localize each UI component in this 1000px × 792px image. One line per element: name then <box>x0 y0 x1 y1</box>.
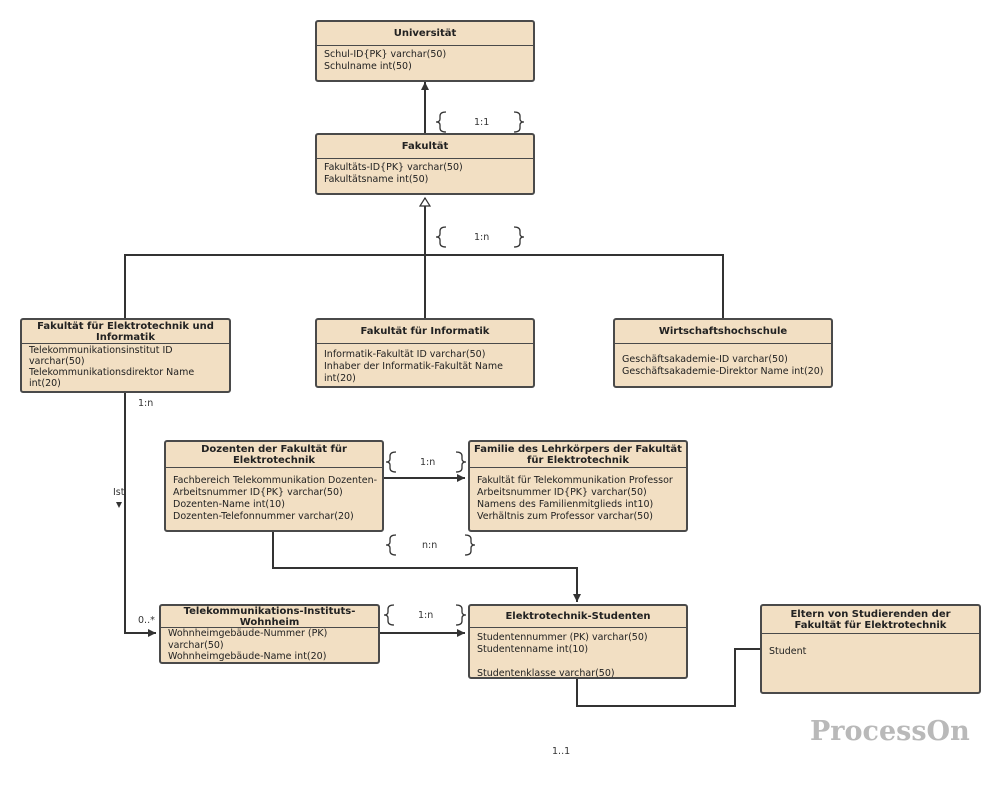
label-elektro-wohnheim-bottom: 0..* <box>138 615 155 626</box>
entity-studenten[interactable]: Elektrotechnik-Studenten Studentennummer… <box>468 604 688 679</box>
entity-title: Dozenten der Fakultät für Elektrotechnik <box>166 442 382 468</box>
entity-attr: Dozenten-Name int(10) <box>173 499 285 510</box>
entity-title: Universität <box>317 22 533 46</box>
edge-studenten-eltern <box>576 648 760 707</box>
entity-attr: varchar(50) <box>29 356 85 367</box>
entity-attr: Studentenklasse varchar(50) <box>477 668 615 679</box>
label-elektro-wohnheim-ist: Ist <box>113 487 125 498</box>
edge-generalization-branches <box>124 254 724 318</box>
entity-eltern[interactable]: Eltern von Studierenden der Fakultät für… <box>760 604 981 694</box>
brace-left-nn <box>385 534 397 556</box>
entity-attr: Telekommunikationsdirektor Name <box>29 367 195 378</box>
entity-familie[interactable]: Familie des Lehrkörpers der Fakultät für… <box>468 440 688 532</box>
entity-universitaet[interactable]: Universität Schul-ID{PK} varchar(50) Sch… <box>315 20 535 82</box>
entity-wirtschaft[interactable]: Wirtschaftshochschule Geschäftsakademie-… <box>613 318 833 388</box>
entity-attr: Wohnheimgebäude-Nummer (PK) <box>168 628 328 639</box>
edge-elektro-wohnheim <box>124 393 156 637</box>
label-wohn-stud: 1:n <box>418 610 434 621</box>
entity-dozenten[interactable]: Dozenten der Fakultät für Elektrotechnik… <box>164 440 384 532</box>
entity-title: Familie des Lehrkörpers der Fakultät für… <box>470 442 686 468</box>
brace-right-fak <box>513 226 525 248</box>
entity-attr: Informatik-Fakultät ID varchar(50) <box>324 349 486 360</box>
entity-attr: Student <box>769 646 807 657</box>
entity-title: Telekommunikations-Instituts-Wohnheim <box>161 606 378 628</box>
entity-attr: Geschäftsakademie-ID varchar(50) <box>622 354 788 365</box>
entity-attr: Dozenten-Telefonnummer varchar(20) <box>173 511 354 522</box>
edge-dozenten-studenten <box>272 532 581 602</box>
entity-attr: Schulname int(50) <box>324 61 412 72</box>
entity-attr: varchar(50) <box>168 639 224 651</box>
entity-attr: Arbeitsnummer ID{PK} varchar(50) <box>173 487 343 498</box>
brace-right-uni <box>513 111 525 133</box>
entity-attr: Studentennummer (PK) varchar(50) <box>477 632 648 643</box>
entity-attr: Namens des Familienmitglieds int10) <box>477 499 654 510</box>
brace-left-uni <box>435 111 447 133</box>
entity-title: Fakultät für Informatik <box>317 320 533 344</box>
entity-attr: int(20) <box>324 373 356 384</box>
label-uni-fak: 1:1 <box>474 117 490 128</box>
processon-watermark: ProcessOn <box>810 716 970 747</box>
entity-attr: Fakultätsname int(50) <box>324 174 429 185</box>
entity-attr: Fachbereich Telekommunikation Dozenten- <box>173 475 378 486</box>
entity-title: Fakultät für Elektrotechnik und Informat… <box>22 320 229 344</box>
entity-title: Fakultät <box>317 135 533 159</box>
brace-left-fak <box>435 226 447 248</box>
label-elektro-wohnheim-top: 1:n <box>138 398 154 409</box>
entity-attr: int(20) <box>29 378 61 389</box>
entity-attr: Geschäftsakademie-Direktor Name int(20) <box>622 366 824 377</box>
entity-title: Wirtschaftshochschule <box>615 320 831 344</box>
entity-wohnheim[interactable]: Telekommunikations-Instituts-Wohnheim Wo… <box>159 604 380 664</box>
entity-elektro-informatik[interactable]: Fakultät für Elektrotechnik und Informat… <box>20 318 231 393</box>
brace-right-nn <box>464 534 476 556</box>
entity-attr: Inhaber der Informatik-Fakultät Name <box>324 361 503 372</box>
label-doz-fam: 1:n <box>420 457 436 468</box>
label-doz-stud: n:n <box>422 540 438 551</box>
brace-right-doz <box>455 451 467 473</box>
label-stud-eltern: 1..1 <box>552 746 571 757</box>
brace-left-wohn <box>383 604 395 626</box>
entity-attr: Wohnheimgebäude-Name int(20) <box>168 651 327 662</box>
entity-attr: Schul-ID{PK} varchar(50) <box>324 49 447 60</box>
brace-left-doz <box>385 451 397 473</box>
entity-title: Eltern von Studierenden der Fakultät für… <box>762 606 979 634</box>
entity-attr: Studentenname int(10) <box>477 644 589 655</box>
entity-title: Elektrotechnik-Studenten <box>470 606 686 628</box>
label-fak-sub: 1:n <box>474 232 490 243</box>
entity-attr: Telekommunikationsinstitut ID <box>29 345 173 356</box>
entity-attr: Fakultät für Telekommunikation Professor <box>477 475 673 486</box>
entity-informatik[interactable]: Fakultät für Informatik Informatik-Fakul… <box>315 318 535 388</box>
entity-fakultaet[interactable]: Fakultät Fakultäts-ID{PK} varchar(50) Fa… <box>315 133 535 195</box>
entity-attr: Verhältnis zum Professor varchar(50) <box>477 511 653 522</box>
entity-attr <box>477 656 679 668</box>
ist-arrow-icon <box>116 502 122 508</box>
brace-right-wohn <box>455 604 467 626</box>
entity-attr: Arbeitsnummer ID{PK} varchar(50) <box>477 487 647 498</box>
entity-attr: Fakultäts-ID{PK} varchar(50) <box>324 162 463 173</box>
